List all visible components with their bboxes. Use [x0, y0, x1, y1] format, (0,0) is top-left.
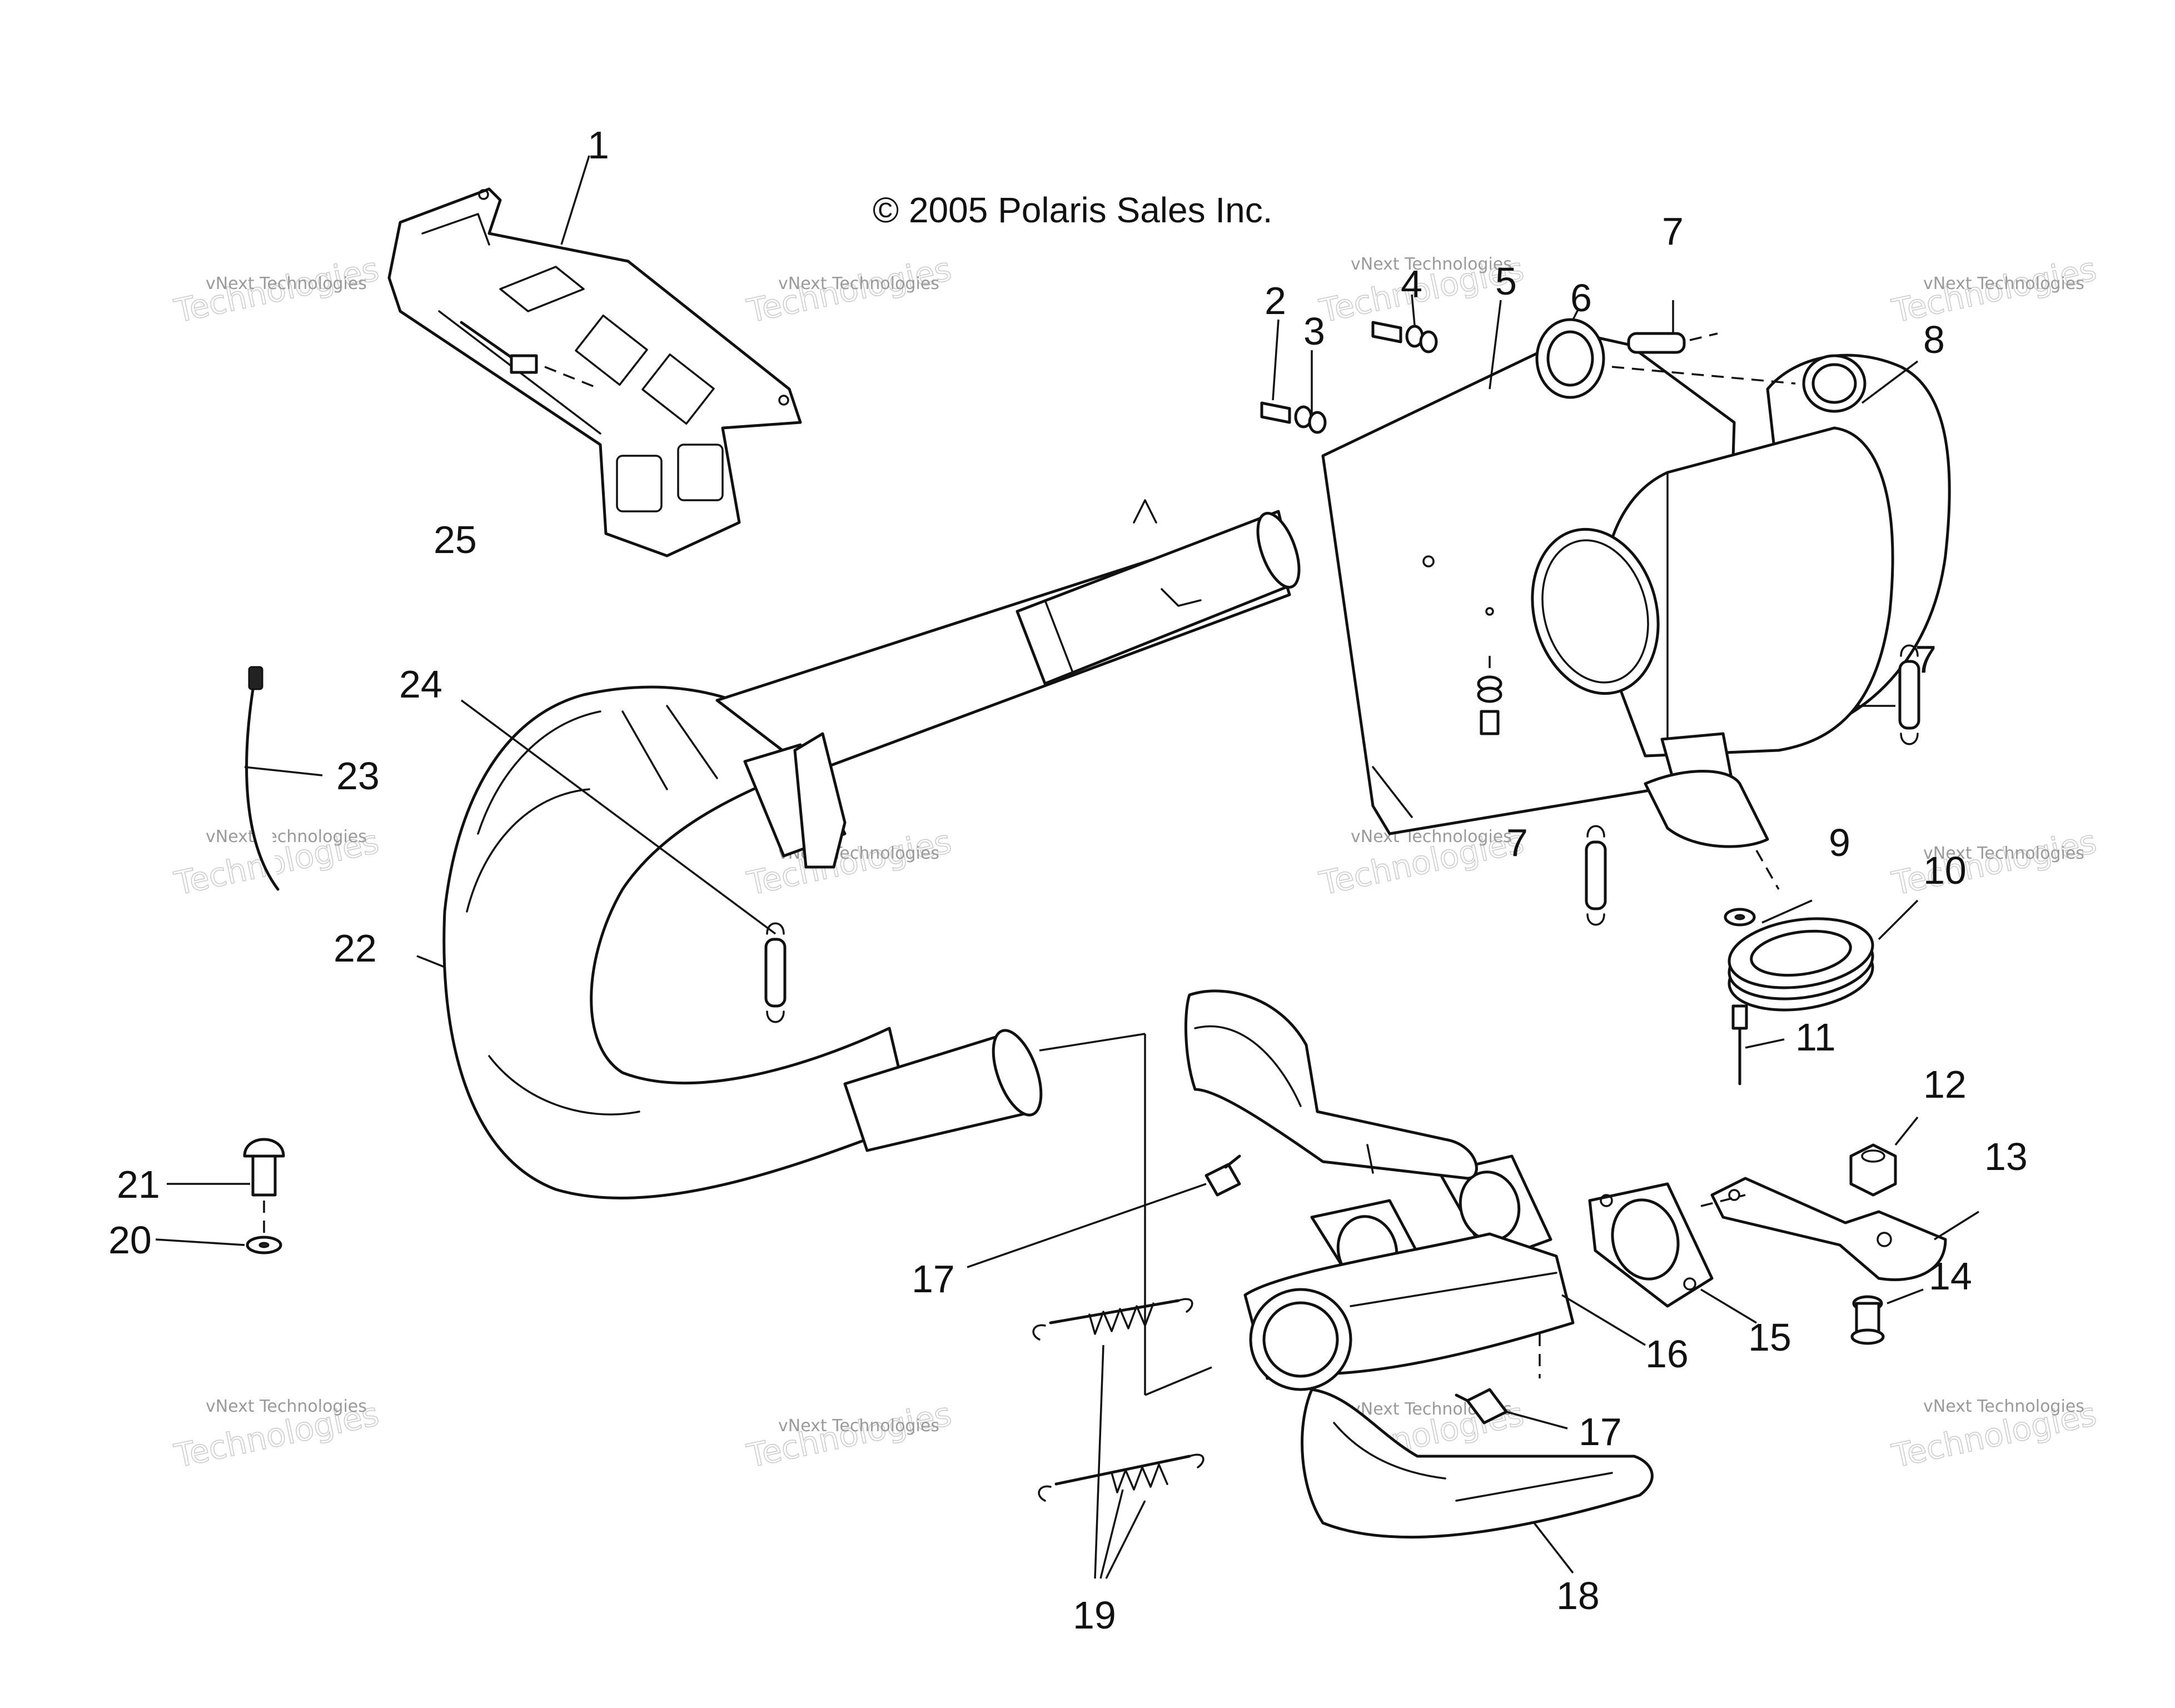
part-exhaust-manifold	[1243, 1154, 1646, 1391]
part-spring	[1585, 825, 1607, 926]
callout-labels: 1 2 3 4 5 6 7 7 7 8 9 10 11 12 13 14 15 …	[108, 123, 2028, 1637]
watermark: Technologies vNext Technologies	[1316, 822, 1527, 903]
part-mounting-bracket	[387, 187, 802, 557]
part-expansion-chamber	[442, 499, 1301, 1200]
callout-23: 23	[336, 754, 380, 798]
callout-8: 8	[1923, 318, 1945, 361]
callout-18: 18	[1556, 1574, 1600, 1617]
callout-25: 25	[434, 518, 477, 561]
callout-7b: 7	[1915, 638, 1937, 681]
callout-4: 4	[1401, 262, 1422, 306]
callout-7a: 7	[1662, 210, 1684, 253]
callout-17a: 17	[912, 1257, 955, 1301]
part-rivet	[460, 321, 601, 390]
callout-10: 10	[1923, 849, 1967, 892]
part-fitting	[967, 1154, 1241, 1268]
callout-19: 19	[1073, 1594, 1116, 1637]
watermark: Technologies vNext Technologies	[743, 250, 955, 331]
part-grommet	[1724, 850, 1813, 927]
part-fitting	[1455, 1388, 1568, 1430]
callout-13: 13	[1984, 1135, 2028, 1178]
watermark-small: vNext Technologies	[206, 1397, 367, 1416]
part-bracket-plate	[1710, 1177, 1979, 1281]
callout-6: 6	[1570, 276, 1592, 320]
part-washer	[155, 1201, 282, 1254]
part-spring	[460, 699, 787, 1023]
part-bolt	[1850, 1288, 1924, 1345]
callout-24: 24	[399, 663, 442, 706]
copyright-text: © 2005 Polaris Sales Inc.	[873, 190, 1273, 230]
watermark: Technologies vNext Technologies	[743, 1395, 955, 1476]
callout-11: 11	[1795, 1015, 1836, 1059]
callout-16: 16	[1645, 1332, 1689, 1376]
callout-14: 14	[1929, 1254, 1972, 1298]
part-strap	[244, 666, 323, 891]
part-tension-spring	[1032, 1298, 1193, 1341]
watermark: Technologies vNext Technologies	[1888, 1395, 2100, 1476]
callout-22: 22	[334, 927, 377, 970]
watermark-small: vNext Technologies	[1923, 1397, 2084, 1416]
callout-15: 15	[1748, 1316, 1791, 1359]
watermark-small: vNext Technologies	[206, 274, 367, 293]
callout-2: 2	[1265, 279, 1286, 322]
watermark: Technologies vNext Technologies	[171, 822, 382, 903]
part-lower-heat-cover	[1301, 1388, 1654, 1574]
part-spring	[1857, 644, 1920, 745]
watermark-small: vNext Technologies	[206, 827, 367, 846]
callout-9: 9	[1829, 821, 1850, 864]
callout-7c: 7	[1506, 821, 1528, 864]
watermark-small: vNext Technologies	[778, 274, 939, 293]
watermark-small: vNext Technologies	[1351, 255, 1512, 274]
leader-lines	[416, 155, 1580, 968]
callout-5: 5	[1495, 260, 1517, 303]
watermark: Technologies vNext Technologies	[1888, 822, 2100, 903]
part-tension-spring	[1038, 1453, 1205, 1502]
part-muffler	[1531, 353, 1951, 848]
part-spring	[1627, 300, 1718, 354]
part-bolt	[167, 1138, 285, 1197]
watermark-small: vNext Technologies	[1923, 844, 2084, 863]
watermark-small: vNext Technologies	[778, 1416, 939, 1436]
callout-21: 21	[117, 1163, 160, 1206]
part-gasket	[1588, 1182, 1757, 1324]
callout-3: 3	[1303, 310, 1325, 353]
callout-17b: 17	[1579, 1410, 1622, 1453]
callout-1: 1	[588, 123, 609, 167]
watermark: Technologies vNext Technologies	[171, 250, 382, 331]
watermark: Technologies vNext Technologies	[1888, 250, 2100, 331]
watermark-small: vNext Technologies	[1923, 274, 2084, 293]
part-upper-heat-cover	[1184, 989, 1478, 1180]
part-rivet	[1731, 1004, 1785, 1085]
callout-20: 20	[108, 1218, 152, 1262]
watermark: Technologies vNext Technologies	[171, 1395, 382, 1476]
part-spring-leaders	[1094, 1345, 1146, 1579]
part-nut	[1849, 1116, 1919, 1197]
watermark-small: vNext Technologies	[1351, 827, 1512, 846]
callout-12: 12	[1923, 1063, 1967, 1106]
assembly-guide-lines	[1039, 1033, 1212, 1396]
part-exhaust-seal	[1728, 899, 1919, 1012]
